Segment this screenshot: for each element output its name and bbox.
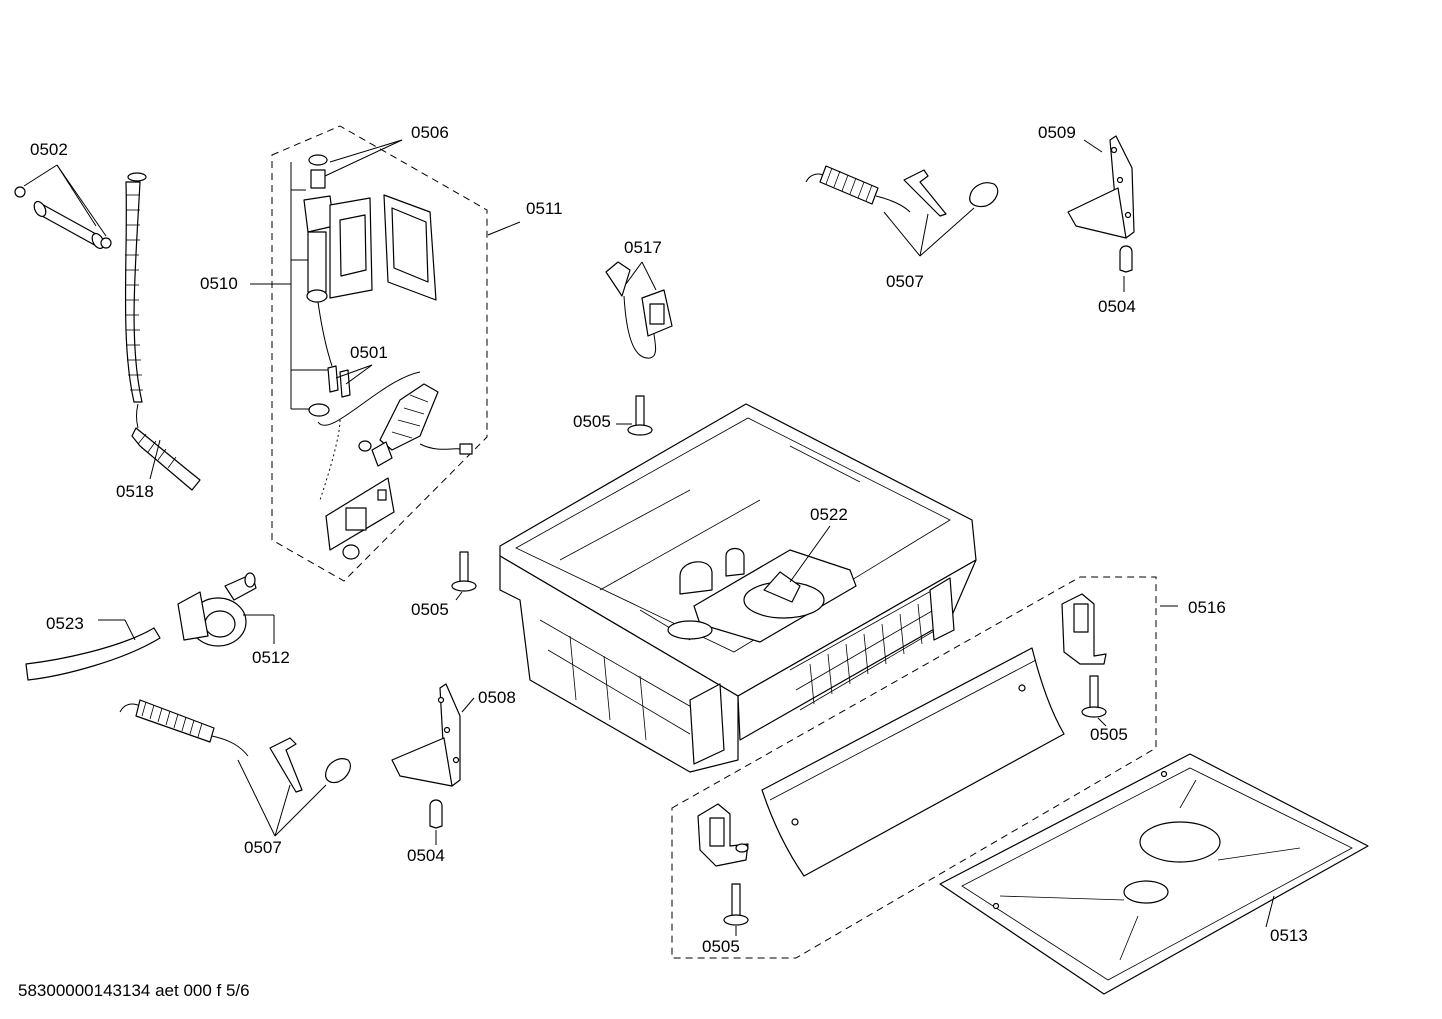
group-outline-0516	[671, 576, 1157, 959]
screw-part-d	[723, 883, 749, 926]
group-outline-0511	[271, 125, 488, 582]
mounting-bracket-part-left	[391, 683, 461, 787]
callout-0510: 0510	[200, 274, 238, 293]
base-plate-part	[939, 753, 1369, 995]
connecting-tube-part	[25, 627, 161, 681]
callout-0511: 0511	[526, 199, 563, 218]
mounting-bracket-part-right	[1067, 135, 1135, 239]
callout-0502: 0502	[30, 140, 68, 159]
door-spring-part-right	[805, 165, 999, 217]
clip-part-upper	[1119, 245, 1133, 273]
callout-0522: 0522	[810, 505, 848, 524]
cable-connector-part	[605, 261, 673, 359]
foot-holder-part-lower	[697, 803, 749, 867]
callout-0509: 0509	[1038, 123, 1076, 142]
base-tub-part	[499, 403, 977, 773]
kick-plate-part	[761, 647, 1065, 877]
clip-part-lower	[429, 799, 443, 829]
callout-0513: 0513	[1270, 926, 1308, 945]
document-reference-footer: 58300000143134 aet 000 f 5/6	[18, 981, 250, 1000]
foot-holder-part-upper	[1061, 593, 1107, 665]
callout-0506: 0506	[411, 123, 449, 142]
screw-part-c	[1081, 675, 1107, 718]
callout-0517: 0517	[624, 238, 662, 257]
callout-0507-a: 0507	[886, 272, 924, 291]
callout-0512: 0512	[252, 648, 290, 667]
callout-0501: 0501	[350, 343, 388, 362]
callout-0516: 0516	[1188, 598, 1226, 617]
callout-0505-d: 0505	[702, 937, 740, 956]
callout-0523: 0523	[46, 614, 84, 633]
callout-0505-a: 0505	[573, 412, 611, 431]
callout-0505-b: 0505	[411, 600, 449, 619]
screw-part-a	[627, 395, 653, 436]
callout-0505-c: 0505	[1090, 725, 1128, 744]
screw-part-b	[451, 551, 477, 592]
drain-hose-part	[124, 172, 201, 491]
drain-pump-part	[177, 572, 257, 647]
door-spring-part-left	[119, 699, 351, 793]
inlet-hose-part	[317, 371, 473, 560]
callout-0507-b: 0507	[244, 838, 282, 857]
callout-0518: 0518	[116, 482, 154, 501]
hose-sleeve-part	[14, 186, 112, 250]
callout-0508: 0508	[478, 688, 516, 707]
water-valve-assembly-part	[303, 154, 437, 417]
callout-0504-b: 0504	[407, 846, 445, 865]
callout-0504-a: 0504	[1098, 297, 1136, 316]
